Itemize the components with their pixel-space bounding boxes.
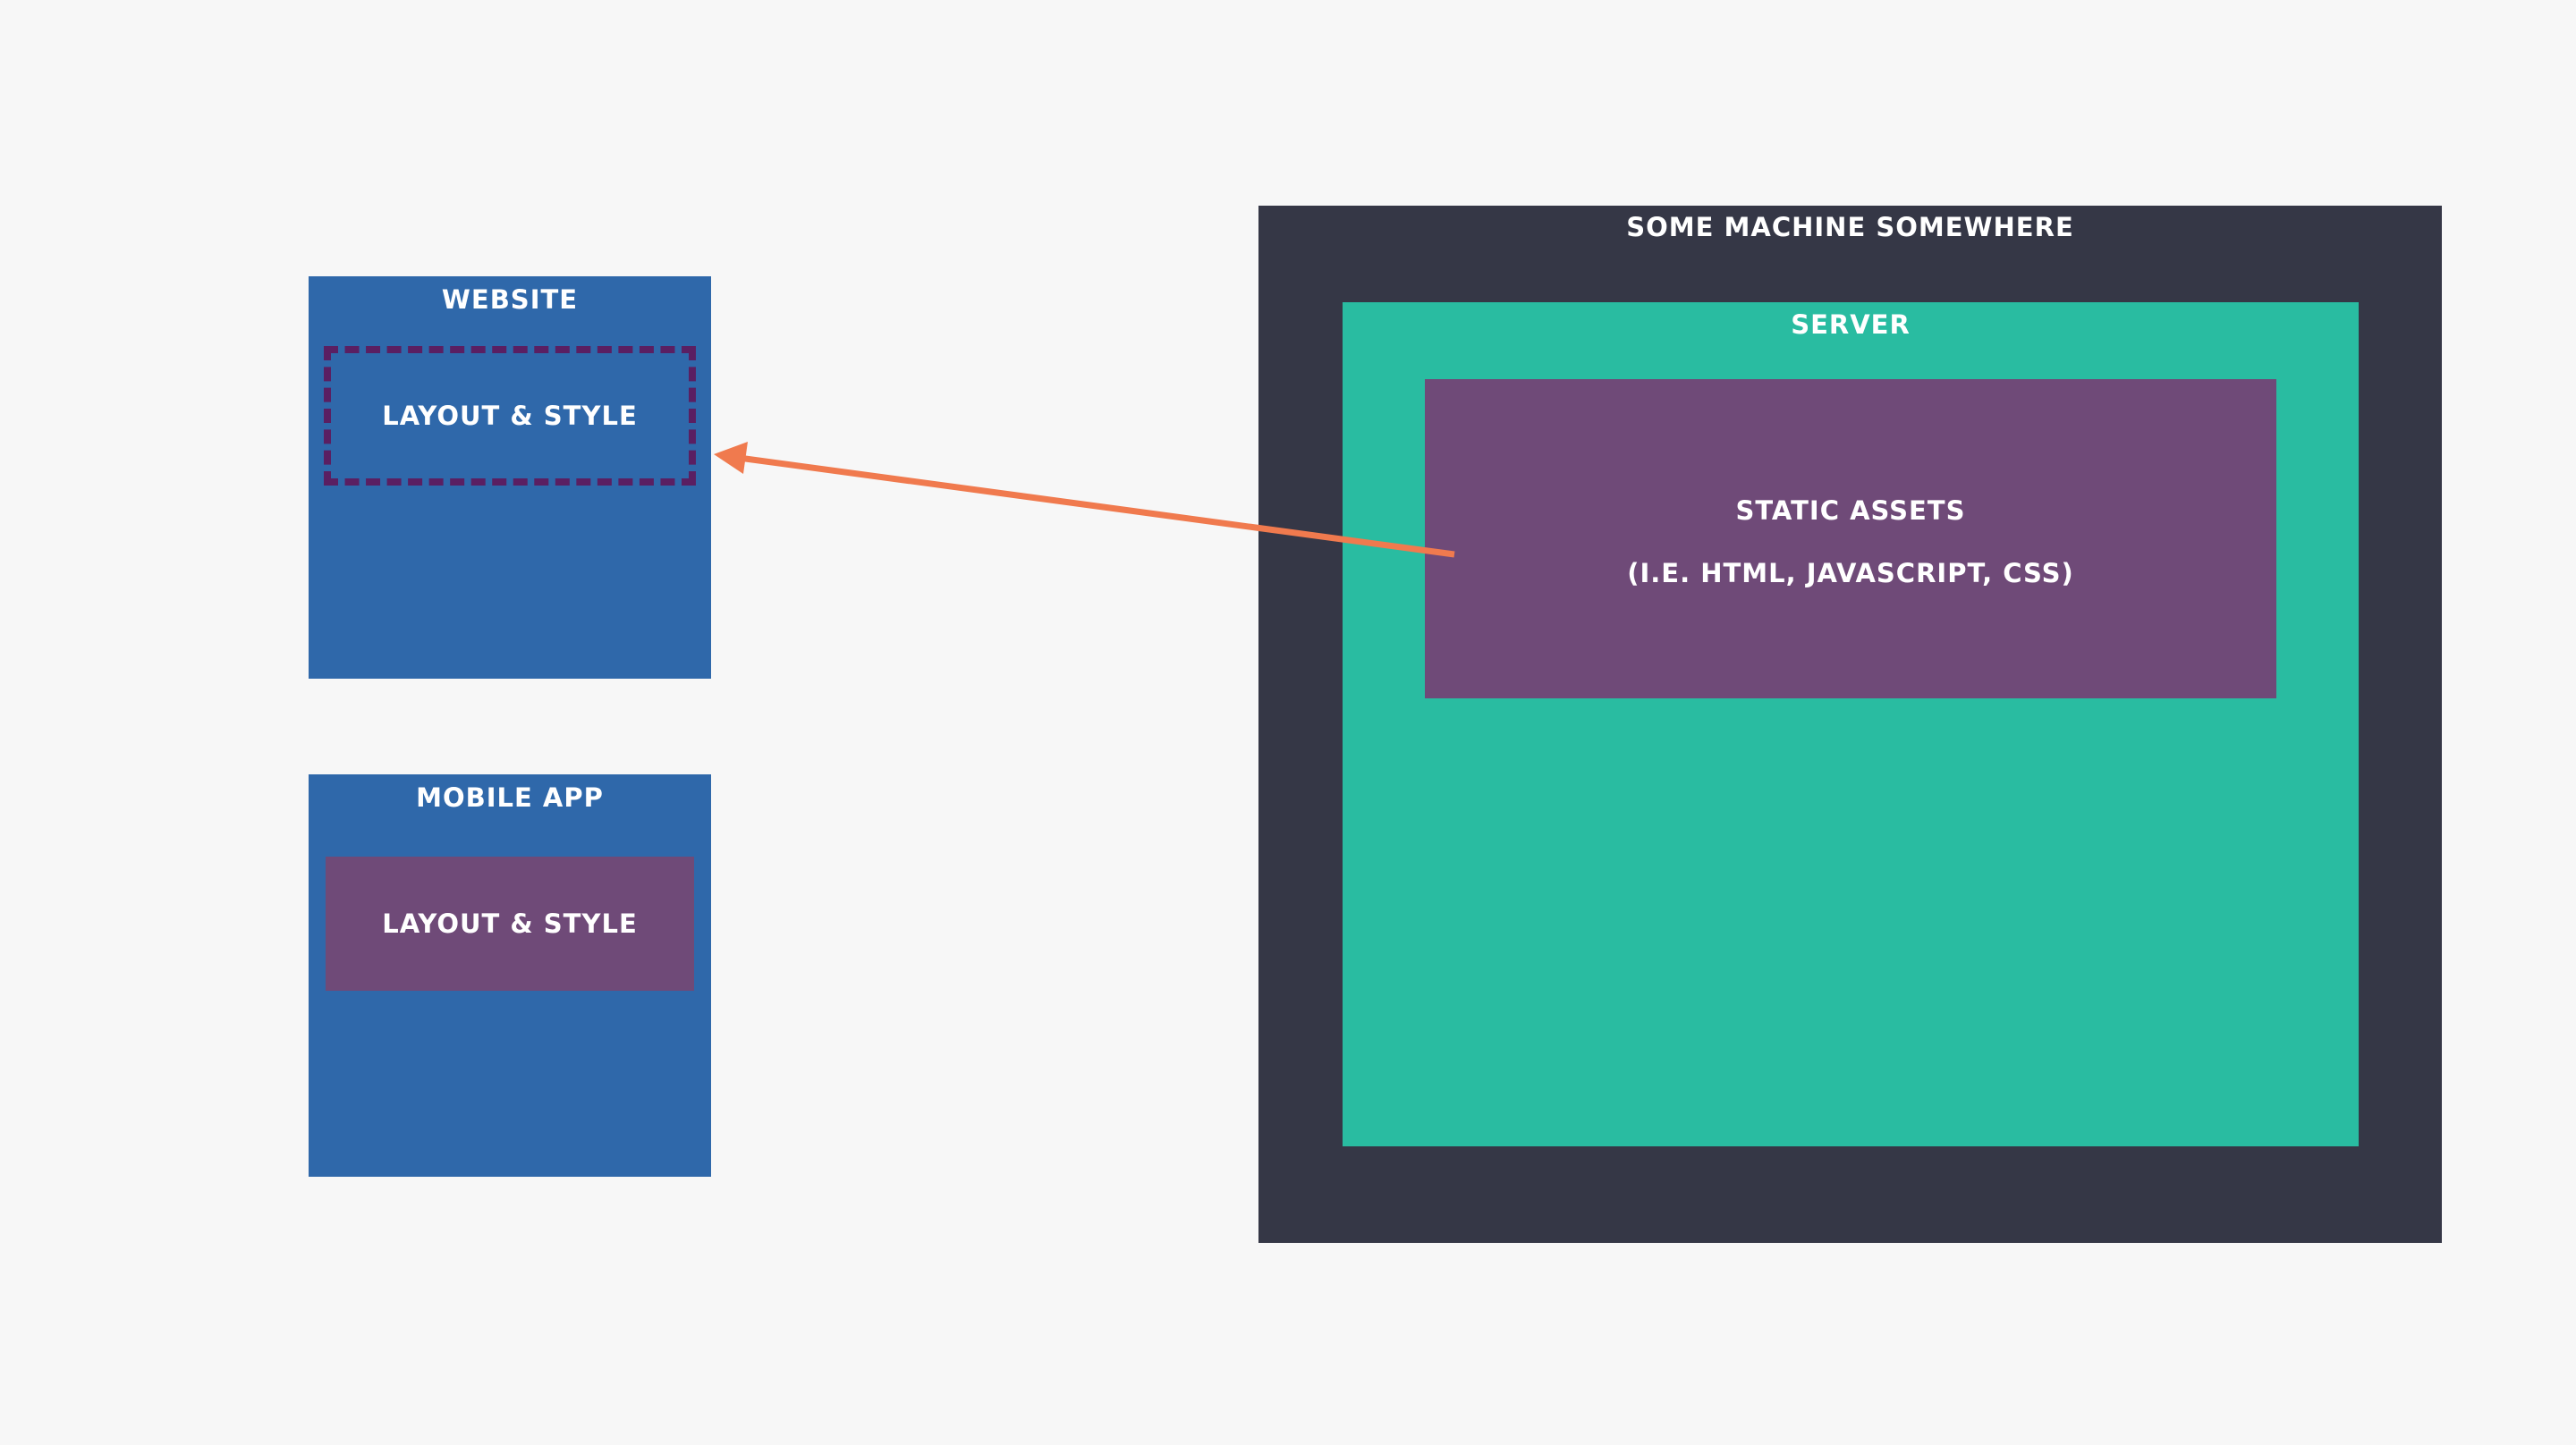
- arrow-line: [738, 454, 1455, 558]
- static-assets-box: STATIC ASSETS (I.E. HTML, JAVASCRIPT, CS…: [1425, 379, 2276, 698]
- mobile-app-box: MOBILE APP LAYOUT & STYLE: [309, 774, 711, 1177]
- static-assets-subtitle: (I.E. HTML, JAVASCRIPT, CSS): [1627, 558, 2074, 588]
- arrow-head: [714, 442, 748, 474]
- static-assets-title: STATIC ASSETS: [1735, 495, 1966, 526]
- machine-title: SOME MACHINE SOMEWHERE: [1626, 212, 2074, 242]
- server-box: SERVER STATIC ASSETS (I.E. HTML, JAVASCR…: [1343, 302, 2359, 1146]
- website-layout-style-label: LAYOUT & STYLE: [382, 401, 638, 431]
- mobile-app-layout-style-label: LAYOUT & STYLE: [382, 908, 638, 939]
- server-title: SERVER: [1791, 309, 1911, 340]
- website-box: WEBSITE LAYOUT & STYLE: [309, 276, 711, 679]
- machine-box: SOME MACHINE SOMEWHERE SERVER STATIC ASS…: [1258, 206, 2442, 1243]
- mobile-app-layout-style-box: LAYOUT & STYLE: [326, 857, 694, 991]
- mobile-app-title: MOBILE APP: [416, 782, 604, 813]
- website-title: WEBSITE: [441, 284, 579, 315]
- website-layout-style-placeholder: LAYOUT & STYLE: [324, 346, 696, 486]
